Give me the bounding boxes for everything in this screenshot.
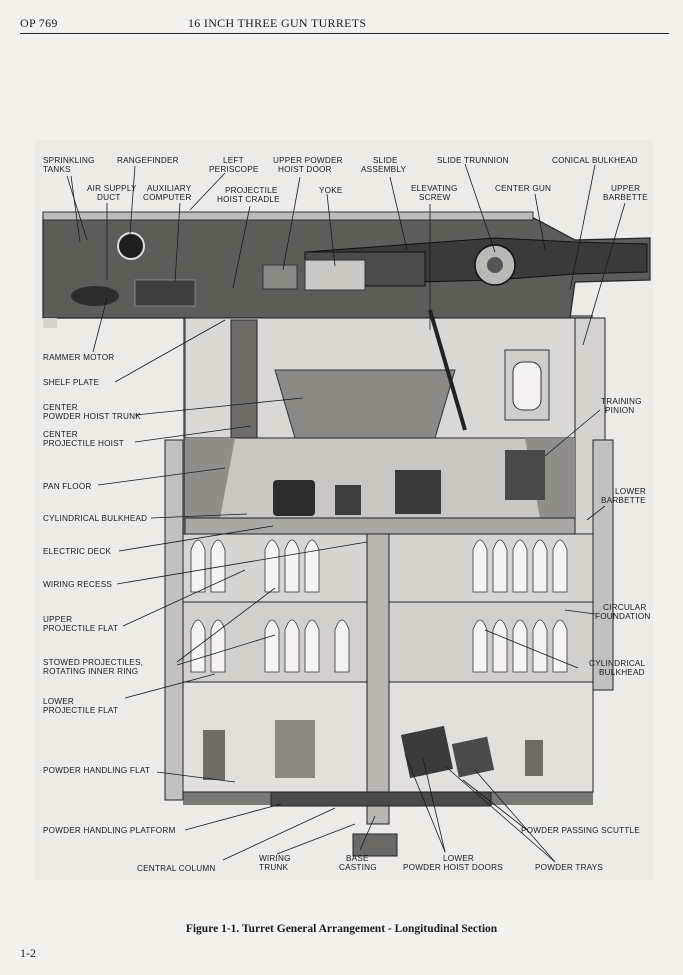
label-rammer-motor: RAMMER MOTOR — [43, 353, 114, 362]
label-training-pinion-2: PINION — [605, 406, 634, 415]
label-training-pinion: TRAINING — [601, 397, 642, 406]
label-center-projectile-hoist-2: PROJECTILE HOIST — [43, 439, 124, 448]
label-stowed-projectiles: STOWED PROJECTILES, — [43, 658, 143, 667]
page-number: 1-2 — [20, 946, 36, 960]
label-electric-deck: ELECTRIC DECK — [43, 547, 111, 556]
label-elevating-screw-2: SCREW — [419, 193, 451, 202]
label-powder-passing-scuttle: POWDER PASSING SCUTTLE — [521, 826, 640, 835]
label-circular-foundation: CIRCULAR — [603, 603, 646, 612]
label-auxiliary-computer-2: COMPUTER — [143, 193, 191, 202]
label-left-periscope: LEFT — [223, 156, 244, 165]
label-lower-powder-hoist-doors-2: POWDER HOIST DOORS — [403, 863, 503, 872]
label-left-periscope-2: PERISCOPE — [209, 165, 259, 174]
label-slide-assembly-2: ASSEMBLY — [361, 165, 406, 174]
label-lower-projectile-flat: LOWER — [43, 697, 74, 706]
label-shelf-plate: SHELF PLATE — [43, 378, 100, 387]
label-slide-trunnion: SLIDE TRUNNION — [437, 156, 509, 165]
label-center-gun: CENTER GUN — [495, 184, 551, 193]
label-circular-foundation-2: FOUNDATION — [595, 612, 651, 621]
label-upper-barbette: UPPER — [611, 184, 640, 193]
label-wiring-trunk-2: TRUNK — [259, 863, 289, 872]
label-cylindrical-bulkhead-right-2: BULKHEAD — [599, 668, 645, 677]
label-base-casting-2: CASTING — [339, 863, 377, 872]
label-air-supply-duct: AIR SUPPLY — [87, 184, 137, 193]
label-rangefinder: RANGEFINDER — [117, 156, 179, 165]
label-projectile-hoist-cradle-2: HOIST CRADLE — [217, 195, 280, 204]
label-auxiliary-computer: AUXILIARY — [147, 184, 192, 193]
label-powder-handling-platform: POWDER HANDLING PLATFORM — [43, 826, 175, 835]
label-powder-handling-flat: POWDER HANDLING FLAT — [43, 766, 150, 775]
label-base-casting: BASE — [346, 854, 369, 863]
label-elevating-screw: ELEVATING — [411, 184, 458, 193]
label-upper-barbette-2: BARBETTE — [603, 193, 648, 202]
turret-drawing — [42, 211, 651, 857]
label-air-supply-duct-2: DUCT — [97, 193, 121, 202]
label-powder-trays: POWDER TRAYS — [535, 863, 603, 872]
turret-cutaway-illustration: SPRINKLING TANKS RANGEFINDER LEFT PERISC… — [35, 140, 653, 880]
label-central-column: CENTRAL COLUMN — [137, 864, 215, 873]
label-cylindrical-bulkhead-left: CYLINDRICAL BULKHEAD — [43, 514, 147, 523]
label-center-projectile-hoist: CENTER — [43, 430, 78, 439]
label-wiring-recess: WIRING RECESS — [43, 580, 112, 589]
label-cylindrical-bulkhead-right: CYLINDRICAL — [589, 659, 646, 668]
callout-labels: SPRINKLING TANKS RANGEFINDER LEFT PERISC… — [43, 156, 651, 873]
figure-caption: Figure 1-1. Turret General Arrangement -… — [185, 923, 498, 935]
leader-lines — [66, 163, 626, 863]
label-lower-projectile-flat-2: PROJECTILE FLAT — [43, 706, 118, 715]
label-wiring-trunk: WIRING — [259, 854, 291, 863]
label-pan-floor: PAN FLOOR — [43, 482, 92, 491]
label-yoke: YOKE — [319, 186, 343, 195]
label-center-powder-hoist-trunk-2: POWDER HOIST TRUNK — [43, 412, 141, 421]
label-center-powder-hoist-trunk: CENTER — [43, 403, 78, 412]
label-upper-projectile-flat: UPPER — [43, 615, 72, 624]
label-lower-powder-hoist-doors: LOWER — [443, 854, 474, 863]
page-header-title: 16 INCH THREE GUN TURRETS — [188, 16, 367, 30]
label-sprinkling-tanks: SPRINKLING — [43, 156, 95, 165]
header-rule — [20, 33, 669, 34]
label-upper-projectile-flat-2: PROJECTILE FLAT — [43, 624, 118, 633]
label-lower-barbette: LOWER — [615, 487, 646, 496]
document-number: OP 769 — [20, 16, 58, 30]
label-stowed-projectiles-2: ROTATING INNER RING — [43, 667, 138, 676]
label-slide-assembly: SLIDE — [373, 156, 398, 165]
label-conical-bulkhead: CONICAL BULKHEAD — [552, 156, 638, 165]
label-upper-powder-hoist-door: UPPER POWDER — [273, 156, 343, 165]
label-sprinkling-tanks-2: TANKS — [43, 165, 71, 174]
label-projectile-hoist-cradle: PROJECTILE — [225, 186, 278, 195]
label-lower-barbette-2: BARBETTE — [601, 496, 646, 505]
label-upper-powder-hoist-door-2: HOIST DOOR — [278, 165, 332, 174]
